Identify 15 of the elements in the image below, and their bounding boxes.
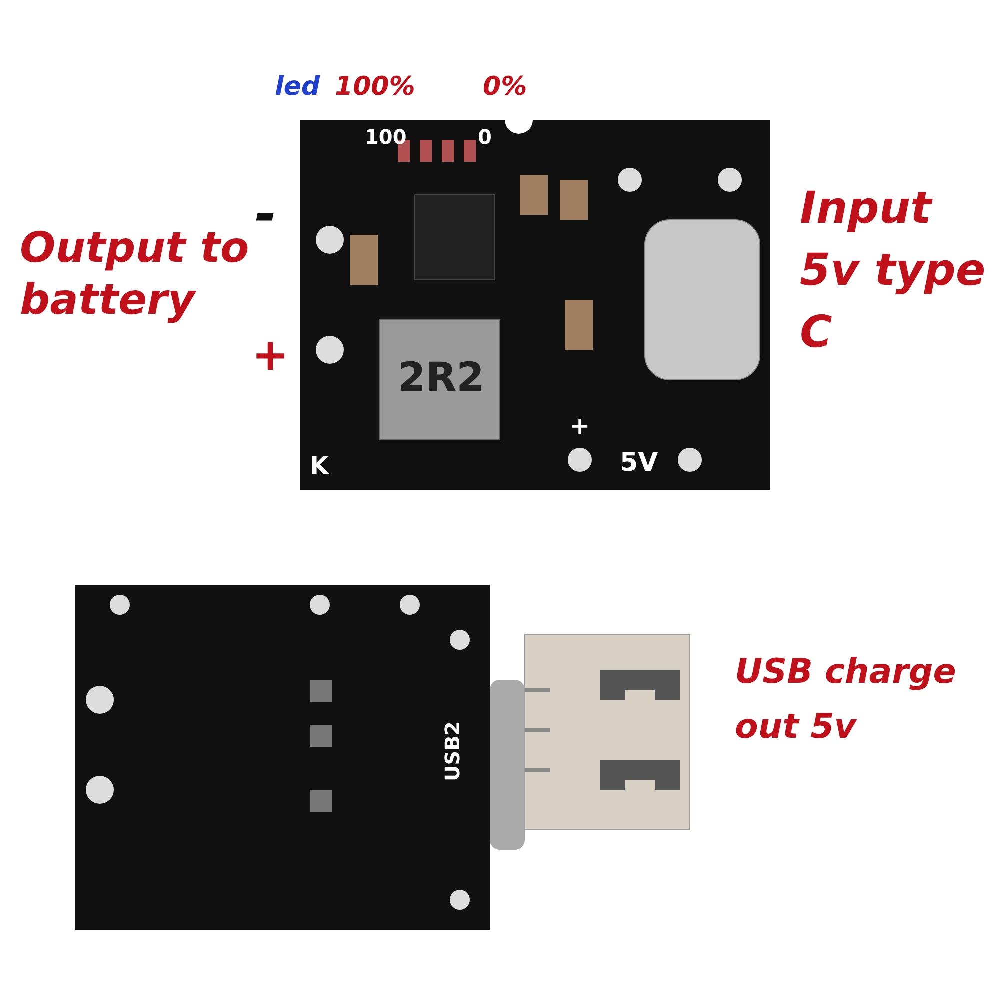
polarity-sign: + bbox=[252, 330, 288, 381]
component-marking: 2R2 bbox=[398, 355, 486, 401]
annotation-label: 0% bbox=[483, 72, 528, 102]
silkscreen-label: 0 bbox=[478, 126, 493, 149]
silkscreen-label: 5V bbox=[620, 448, 660, 478]
annotation-label: Output to battery bbox=[20, 222, 250, 326]
polarity-sign: - bbox=[255, 185, 278, 245]
annotation-label: USB charge out 5v bbox=[735, 651, 958, 749]
annotation-label: led bbox=[275, 72, 322, 102]
annotation-label: Input 5v type C bbox=[800, 182, 987, 360]
annotation-label: 100% bbox=[335, 72, 416, 102]
silkscreen-label: K bbox=[310, 452, 330, 480]
silkscreen-label: USB2 bbox=[442, 720, 464, 782]
silkscreen-label: + bbox=[570, 412, 592, 440]
silkscreen-label: 100 bbox=[365, 126, 408, 149]
